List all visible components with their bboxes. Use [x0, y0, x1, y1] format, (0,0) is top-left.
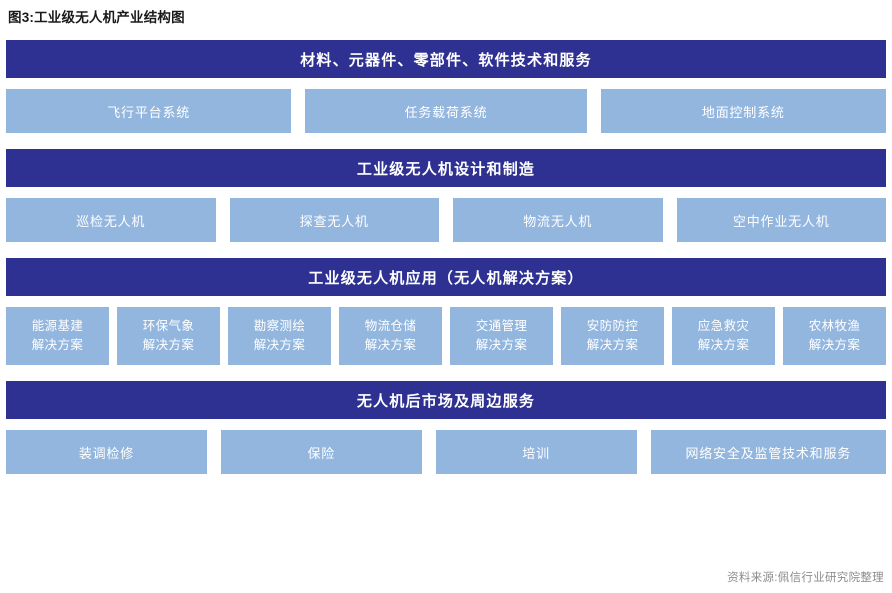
layer-band-3: 工业级无人机应用（无人机解决方案） — [6, 258, 886, 296]
layer3-cell-3[interactable]: 勘察测绘 解决方案 — [228, 307, 331, 365]
layer3-cell-7-line1: 应急救灾 — [697, 319, 750, 333]
layer-row-2: 巡检无人机 探查无人机 物流无人机 空中作业无人机 — [6, 198, 886, 242]
layer3-cell-4-line2: 解决方案 — [364, 338, 417, 352]
layer1-cell-2[interactable]: 任务载荷系统 — [305, 89, 587, 133]
layer3-cell-3-line2: 解决方案 — [253, 338, 306, 352]
layer4-cell-3[interactable]: 培训 — [435, 430, 637, 474]
layer2-cell-3[interactable]: 物流无人机 — [453, 198, 663, 242]
layer-row-1: 飞行平台系统 任务载荷系统 地面控制系统 — [6, 89, 886, 133]
layer-band-4: 无人机后市场及周边服务 — [6, 381, 886, 419]
layer3-cell-4-line1: 物流仓储 — [364, 319, 417, 333]
source-attribution: 资料来源:佩信行业研究院整理 — [727, 572, 884, 584]
layer3-cell-6[interactable]: 安防防控 解决方案 — [561, 307, 664, 365]
layer4-cell-2[interactable]: 保险 — [220, 430, 422, 474]
layer-band-1: 材料、元器件、零部件、软件技术和服务 — [6, 40, 886, 78]
layer3-cell-5[interactable]: 交通管理 解决方案 — [450, 307, 553, 365]
industry-structure-diagram: 材料、元器件、零部件、软件技术和服务 飞行平台系统 任务载荷系统 地面控制系统 … — [6, 40, 886, 474]
layer3-cell-6-line2: 解决方案 — [586, 338, 639, 352]
layer3-cell-4[interactable]: 物流仓储 解决方案 — [339, 307, 442, 365]
layer3-cell-5-line2: 解决方案 — [475, 338, 528, 352]
layer3-cell-8[interactable]: 农林牧渔 解决方案 — [783, 307, 886, 365]
layer2-cell-1[interactable]: 巡检无人机 — [6, 198, 216, 242]
layer3-cell-1-line2: 解决方案 — [31, 338, 84, 352]
layer3-cell-8-line1: 农林牧渔 — [808, 319, 861, 333]
layer1-cell-1[interactable]: 飞行平台系统 — [6, 89, 292, 133]
layer3-cell-1-line1: 能源基建 — [31, 319, 84, 333]
layer1-cell-3[interactable]: 地面控制系统 — [600, 89, 886, 133]
layer3-cell-5-line1: 交通管理 — [475, 319, 528, 333]
page-title: 图3:工业级无人机产业结构图 — [8, 10, 185, 25]
layer4-cell-1[interactable]: 装调检修 — [6, 430, 207, 474]
layer2-cell-2[interactable]: 探查无人机 — [229, 198, 439, 242]
layer3-cell-6-line1: 安防防控 — [586, 319, 639, 333]
layer4-cell-4[interactable]: 网络安全及监管技术和服务 — [650, 430, 886, 474]
layer3-cell-7-line2: 解决方案 — [697, 338, 750, 352]
layer3-cell-2[interactable]: 环保气象 解决方案 — [117, 307, 220, 365]
layer3-cell-7[interactable]: 应急救灾 解决方案 — [672, 307, 775, 365]
layer3-cell-8-line2: 解决方案 — [808, 338, 861, 352]
layer2-cell-4[interactable]: 空中作业无人机 — [676, 198, 886, 242]
layer-row-3: 能源基建 解决方案 环保气象 解决方案 勘察测绘 解决方案 物流仓储 解决方案 … — [6, 307, 886, 365]
layer3-cell-2-line2: 解决方案 — [142, 338, 195, 352]
layer-row-4: 装调检修 保险 培训 网络安全及监管技术和服务 — [6, 430, 886, 474]
layer3-cell-2-line1: 环保气象 — [142, 319, 195, 333]
layer-band-2: 工业级无人机设计和制造 — [6, 149, 886, 187]
layer3-cell-3-line1: 勘察测绘 — [253, 319, 306, 333]
layer3-cell-1[interactable]: 能源基建 解决方案 — [6, 307, 109, 365]
